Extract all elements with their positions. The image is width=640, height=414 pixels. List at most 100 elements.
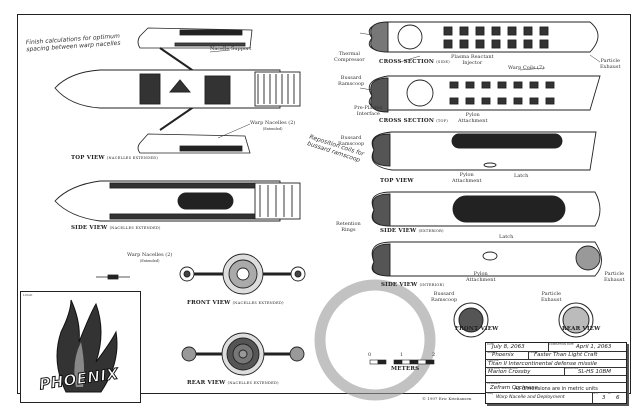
callout-thermal-compressor: Thermal Compressor bbox=[334, 51, 365, 63]
scale-unit: METERS bbox=[391, 366, 420, 372]
callout-line: Retention bbox=[336, 221, 361, 227]
mini-front-view bbox=[96, 274, 130, 280]
scale-tick-1: 1 bbox=[400, 352, 404, 358]
callout-line: Ramscoop bbox=[338, 140, 365, 147]
nacelle-top-view-title: TOP VIEW bbox=[380, 178, 414, 184]
callout-plasma-reactant-injector: Plasma Reactant Injector bbox=[451, 54, 494, 66]
view-title-text: CROSS SECTION bbox=[379, 59, 435, 65]
callout-particle-exhaust-3: Particle Exhaust bbox=[541, 291, 561, 303]
scale-bar bbox=[369, 359, 435, 365]
location-value: SL-HS 10BM bbox=[578, 369, 612, 375]
callout-pre-plasma-interface: Pre-Plasma Interface bbox=[354, 105, 383, 117]
field-label: ASSEMBLY SUPERVISOR bbox=[487, 367, 518, 370]
view-subtitle: (NACELLES EXTENDED) bbox=[109, 226, 161, 230]
view-subtitle: (NACELLES EXTENDED) bbox=[106, 156, 159, 160]
lower-nacelle bbox=[137, 133, 251, 154]
top-view-title: TOP VIEW (NACELLES EXTENDED) bbox=[71, 155, 158, 161]
sheet-cell: SHT 3 OF 6 bbox=[592, 392, 626, 403]
name-cell: NAME Phoenix bbox=[486, 351, 529, 359]
callout-line: Particle bbox=[541, 291, 561, 297]
callout-line: Pylon bbox=[459, 172, 474, 178]
field-label: NAME bbox=[487, 351, 495, 354]
view-title-text: SIDE VIEW bbox=[380, 228, 417, 234]
view-subtitle: (INTERIOR) bbox=[419, 283, 445, 287]
field-label: CLASS bbox=[529, 351, 538, 354]
callout-line: Plasma Reactant bbox=[451, 54, 494, 60]
nacelle-side-view-drawing bbox=[371, 191, 601, 227]
field-label: DESIGNER bbox=[487, 382, 501, 385]
nacelle-rear-view-title: REAR VIEW bbox=[562, 326, 601, 332]
class-value: Faster Than Light Craft bbox=[534, 352, 598, 358]
callout-line: Pylon bbox=[465, 112, 480, 118]
callout-warp-coils: Warp Coils (7) bbox=[508, 65, 545, 71]
callout-line: Attachment bbox=[458, 117, 488, 124]
cross-section-top-title: CROSS SECTION (TOP) bbox=[379, 118, 448, 124]
name-value: Phoenix bbox=[492, 352, 514, 358]
class-cell: CLASS Faster Than Light Craft bbox=[528, 351, 626, 359]
field-label: SUBJ bbox=[487, 392, 494, 395]
callout-line: Ramscoop bbox=[338, 80, 365, 87]
callout-line: Bussard bbox=[433, 291, 455, 297]
title-row-dates: DATE July 8, 2063 COMPLETION DATE April … bbox=[486, 343, 626, 352]
field-label: COMPLETION DATE bbox=[549, 343, 574, 346]
callout-latch-2: Latch bbox=[499, 234, 514, 240]
callout-pylon-attachment-3: Pylon Attachment bbox=[466, 271, 496, 283]
callout-line: Bussard bbox=[340, 135, 362, 141]
callout-line: Compressor bbox=[334, 56, 365, 63]
cross-section-side-title: CROSS SECTION (SIDE) bbox=[379, 59, 450, 65]
callout-latch-1: Latch bbox=[514, 173, 529, 179]
callout-particle-exhaust-top: Particle Exhaust bbox=[600, 58, 620, 70]
completed-value: April 1, 2063 bbox=[576, 344, 612, 350]
assembly-cell: ASSEMBLY SUPERVISOR Marion Crossby bbox=[486, 367, 565, 375]
title-row-name: NAME Phoenix CLASS Faster Than Light Cra… bbox=[486, 351, 626, 360]
scale-tick-0: 0 bbox=[368, 352, 372, 358]
nacelle-interior-view-title: SIDE VIEW (INTERIOR) bbox=[381, 282, 444, 288]
callout-warp-nacelles-front: Warp Nacelles (2) (Extended) bbox=[127, 252, 172, 264]
callout-line: Rings bbox=[341, 226, 356, 233]
callout-line: Pylon bbox=[473, 271, 488, 277]
completed-cell: COMPLETION DATE April 1, 2063 bbox=[548, 343, 626, 351]
title-block: DATE July 8, 2063 COMPLETION DATE April … bbox=[485, 342, 627, 404]
nacelle-interior-view-drawing bbox=[371, 241, 602, 277]
sheet-number: 3 bbox=[602, 395, 606, 401]
callout-bussard-ramscoop-3: Bussard Ramscoop bbox=[431, 291, 458, 303]
designer-value: Zefram Cochrane bbox=[490, 385, 539, 391]
callout-line: Warp Nacelles (2) bbox=[250, 120, 296, 126]
cross-section-top-drawing bbox=[368, 75, 601, 113]
title-row-purpose: PURPOSE Titan II Intercontinental defens… bbox=[486, 359, 626, 368]
callout-line: Bussard bbox=[340, 75, 362, 81]
nacelle-front-view-title: FRONT VIEW bbox=[455, 326, 499, 332]
logo-label: LOGO bbox=[23, 293, 33, 297]
title-row-subject: SUBJ Warp Nacelle and Deployment SHT 3 O… bbox=[486, 392, 626, 403]
field-label: PURPOSE bbox=[487, 359, 500, 362]
callout-line: (Extended) bbox=[262, 126, 283, 131]
view-subtitle: (NACELLES EXTENDED) bbox=[232, 301, 284, 305]
location-cell: LOCATION SL-HS 10BM bbox=[564, 367, 626, 375]
nacelle-front-view-drawing bbox=[453, 302, 489, 338]
callout-line: Attachment bbox=[466, 276, 496, 283]
main-hull-side bbox=[54, 180, 301, 222]
callout-pylon-attachment-1: Pylon Attachment bbox=[458, 112, 488, 124]
assembly-value: Marion Crossby bbox=[488, 369, 531, 375]
callout-line: Pre-Plasma bbox=[354, 105, 383, 111]
callout-line: Ramscoop bbox=[431, 296, 458, 303]
view-title-text: CROSS SECTION bbox=[379, 118, 435, 124]
callout-line: (Extended) bbox=[139, 258, 160, 263]
main-hull-top bbox=[54, 69, 301, 109]
view-subtitle: (SIDE) bbox=[436, 60, 450, 64]
coffee-stain bbox=[314, 279, 436, 401]
copyright: © 1997 Eric Kristiansen bbox=[422, 396, 472, 401]
field-label: DATE bbox=[487, 343, 494, 346]
view-subtitle: (EXTERIOR) bbox=[418, 229, 444, 233]
metric-note: All dimensions are in metric units bbox=[514, 386, 598, 392]
cross-section-side-drawing bbox=[368, 21, 599, 53]
upper-nacelle bbox=[137, 27, 253, 49]
scale-tick-2: 2 bbox=[432, 352, 436, 358]
subject-cell: SUBJ Warp Nacelle and Deployment bbox=[486, 392, 593, 403]
view-title-text: REAR VIEW bbox=[187, 380, 226, 386]
front-view-drawing bbox=[179, 253, 306, 295]
view-subtitle: (NACELLES EXTENDED) bbox=[227, 381, 279, 385]
view-title-text: SIDE VIEW bbox=[71, 225, 108, 231]
callout-pylon-attachment-2: Pylon Attachment bbox=[452, 172, 481, 184]
view-subtitle: (TOP) bbox=[436, 119, 449, 123]
